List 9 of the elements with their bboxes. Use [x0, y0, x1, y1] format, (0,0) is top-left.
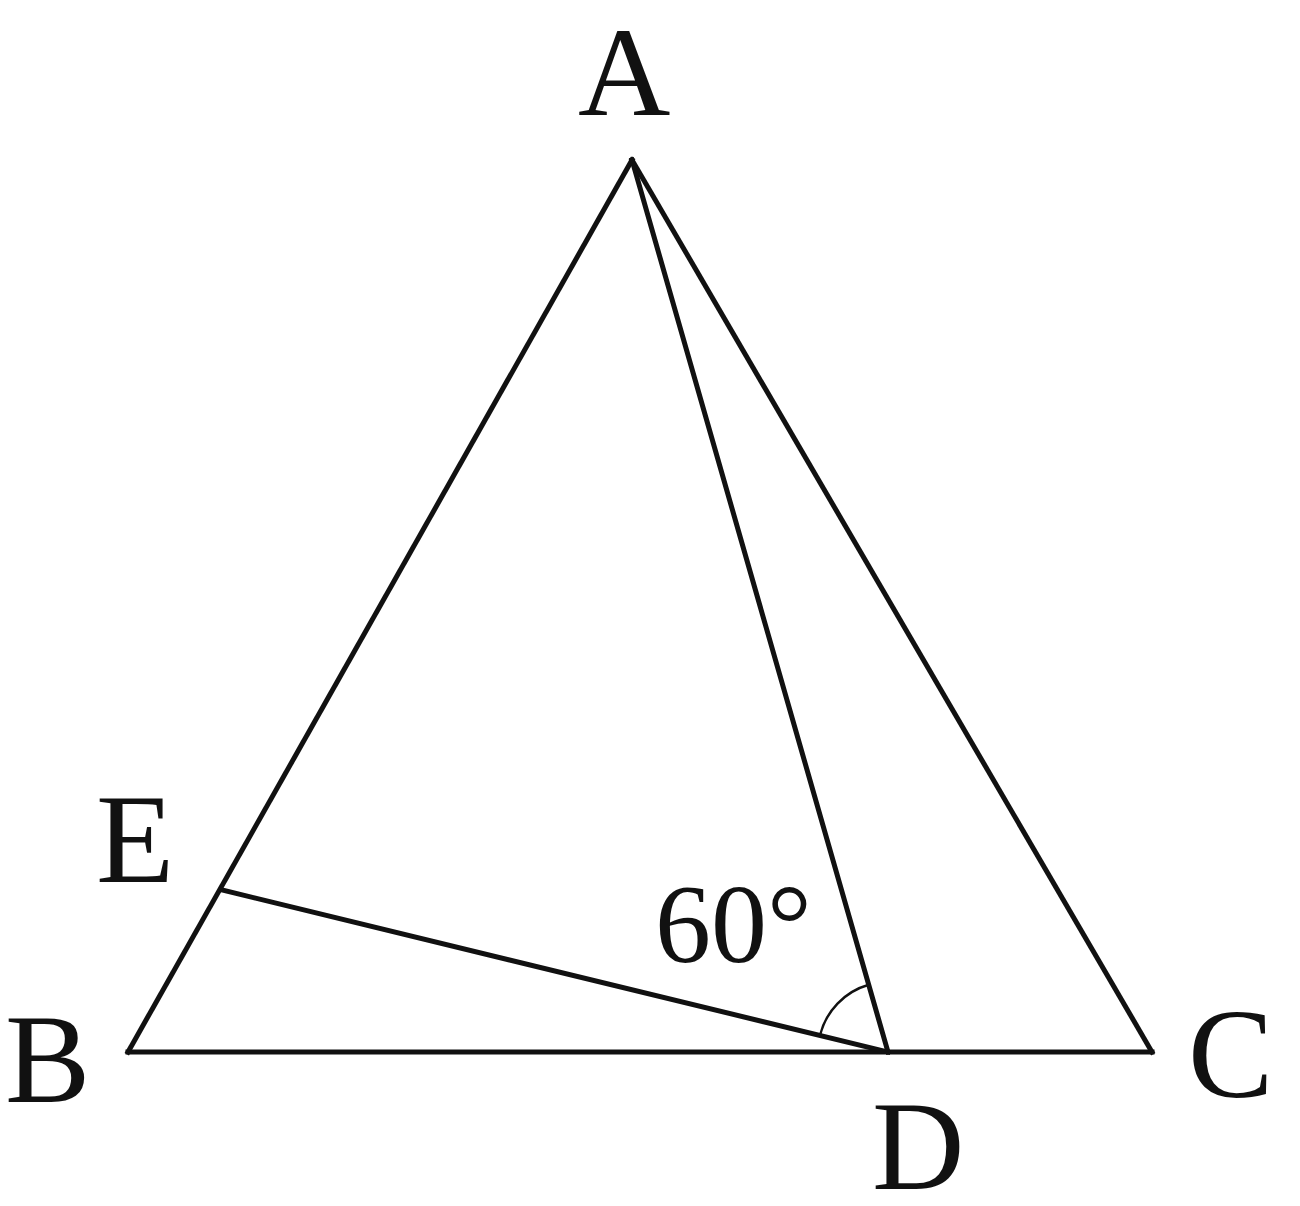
- line-segment: [125, 1049, 1155, 1055]
- vertex-label: C: [1188, 990, 1274, 1118]
- angle-label: 60°: [655, 868, 812, 980]
- line-segment: [219, 887, 891, 1055]
- vertex-label: A: [578, 8, 671, 136]
- vertex-label: D: [872, 1082, 965, 1206]
- vertex-label: E: [96, 775, 175, 903]
- vertex-label: B: [5, 995, 91, 1123]
- line-segment: [629, 157, 891, 1055]
